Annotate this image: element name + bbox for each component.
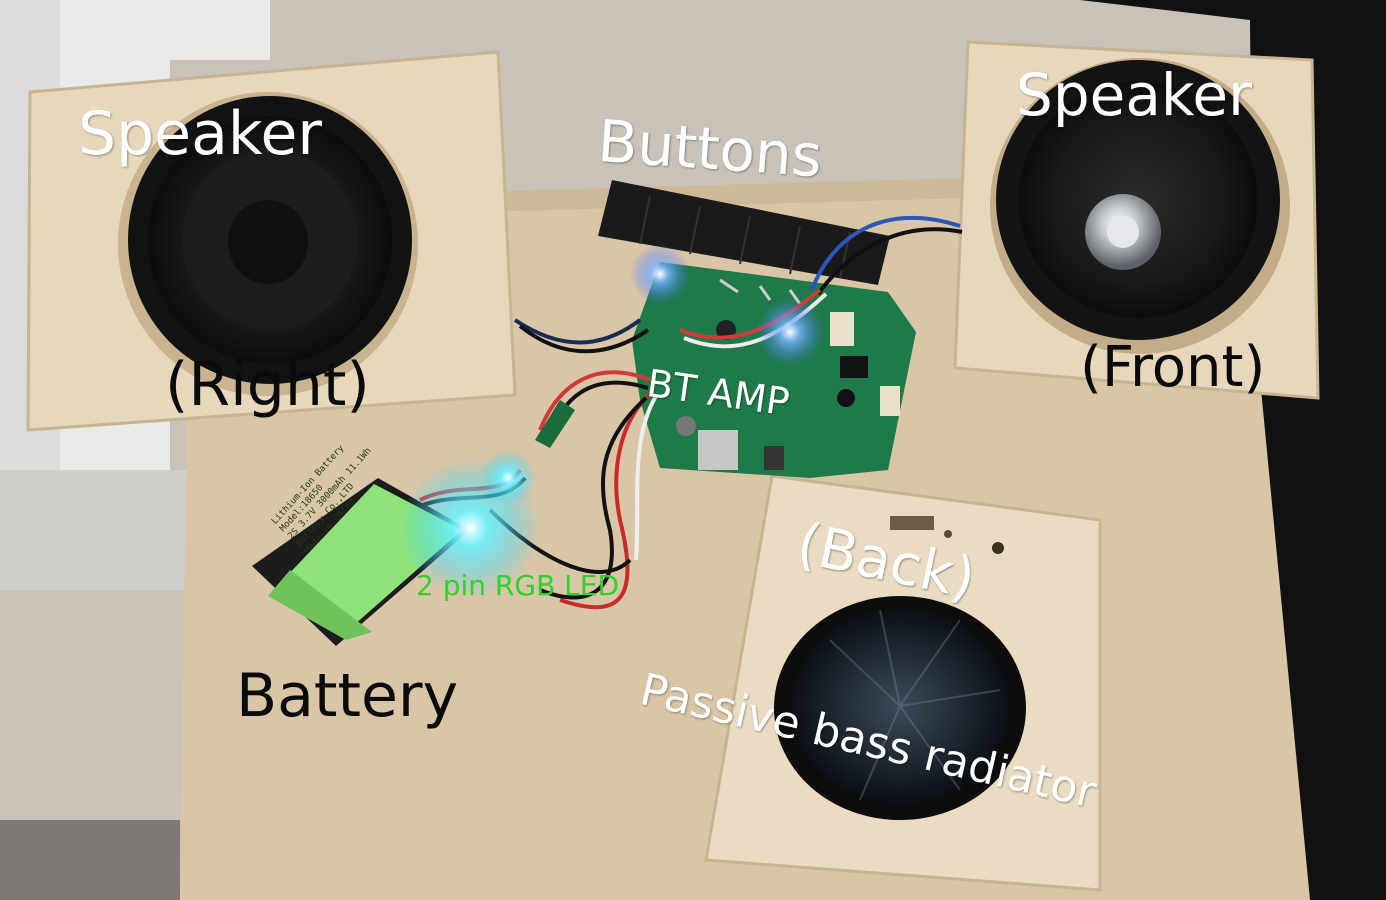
label-buttons: Buttons xyxy=(595,107,825,191)
bt-amp-board xyxy=(632,262,916,478)
label-speaker-right: Speaker xyxy=(78,99,323,169)
status-led-glow xyxy=(630,244,690,304)
label-battery: Battery xyxy=(236,661,459,731)
alligator-clip xyxy=(535,400,575,448)
label-speaker-front: Speaker xyxy=(1016,61,1252,129)
label-right: (Right) xyxy=(165,350,370,420)
label-rgb-led: 2 pin RGB LED xyxy=(416,569,620,602)
label-front: (Front) xyxy=(1080,335,1266,400)
